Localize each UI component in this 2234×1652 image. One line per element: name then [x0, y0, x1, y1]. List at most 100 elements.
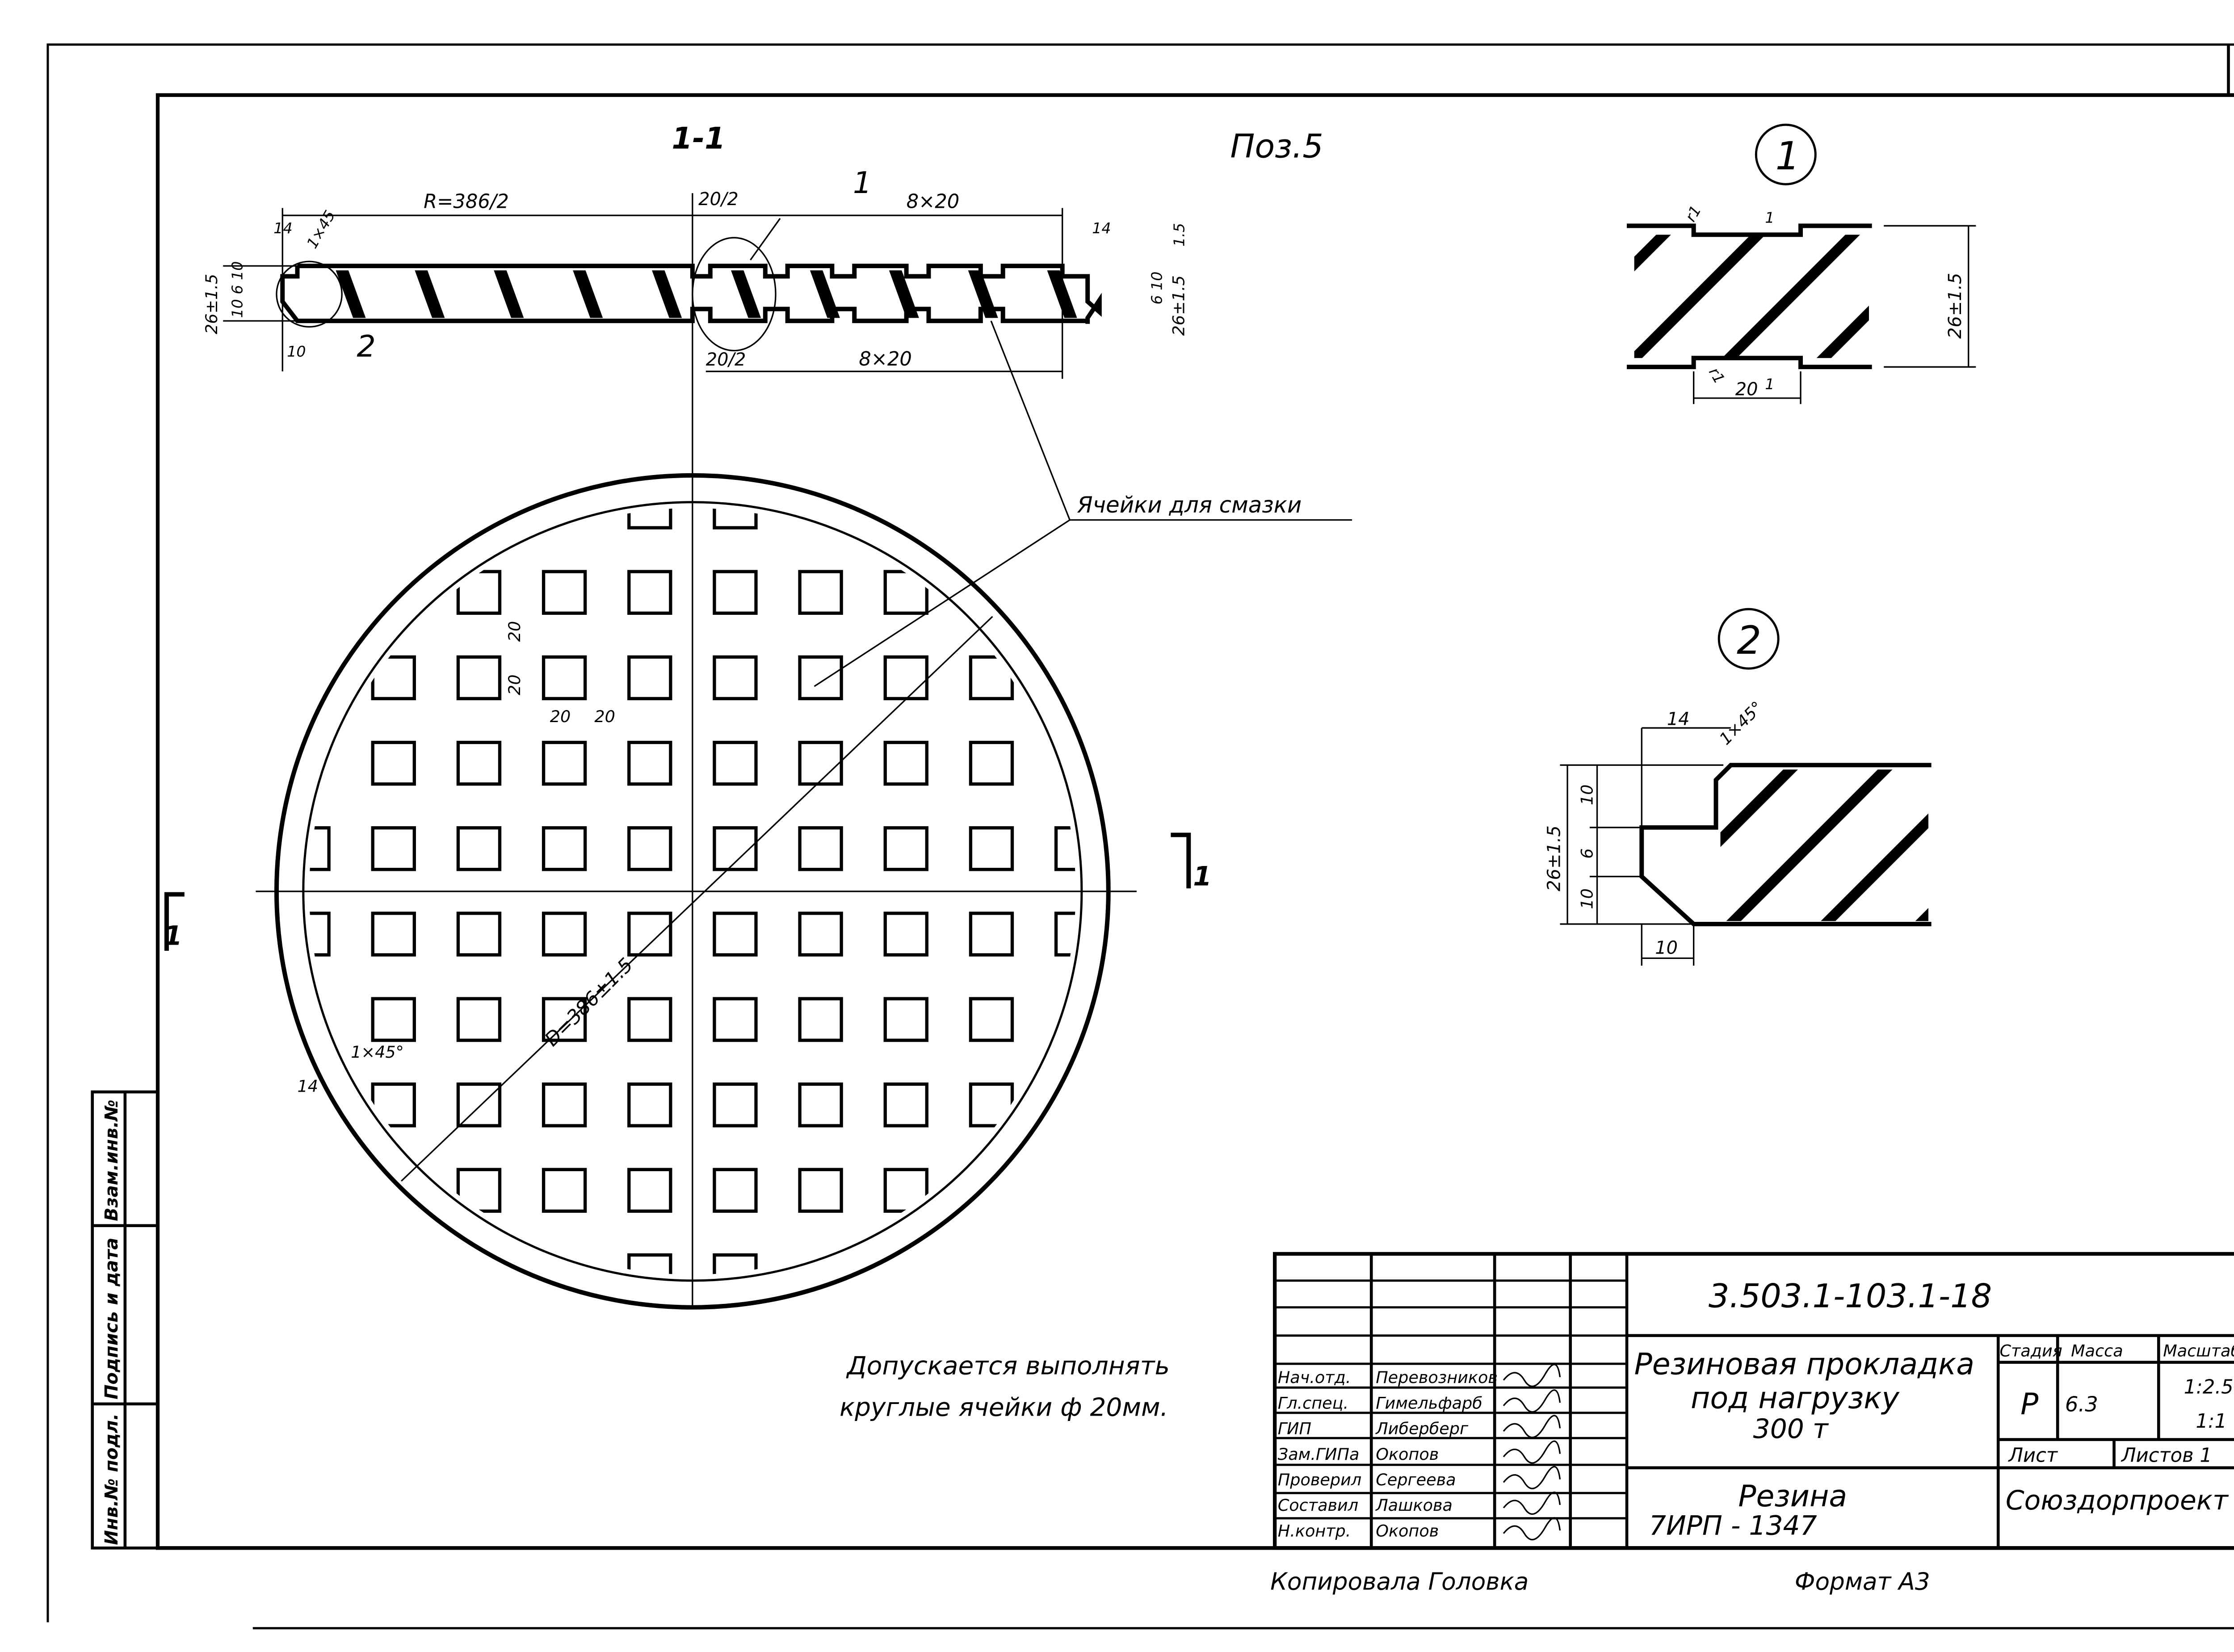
lubrication-cell [627, 508, 672, 530]
lubrication-cell [542, 570, 587, 615]
lubrication-cell [798, 1082, 843, 1127]
role-name: Гимельфарб [1376, 1393, 1482, 1412]
lubrication-cell [969, 826, 1014, 871]
callout-1: 1 [853, 165, 872, 200]
position-label: Поз.5 [1230, 127, 1323, 165]
detail-1-label: 1 [1776, 134, 1800, 179]
note-line-1: Допускается выполнять [846, 1351, 1170, 1380]
title-line-2: под нагрузку [1691, 1381, 1900, 1416]
detail-2-layer-1: 10 [1578, 784, 1597, 805]
dim-cells-bottom: 8×20 [859, 348, 912, 370]
material-line-2: 7ИРП - 1347 [1649, 1510, 1817, 1541]
lubrication-cell [969, 997, 1014, 1042]
detail-2-layer-2: 6 [1578, 848, 1597, 858]
lubrication-cell [798, 826, 843, 871]
lubrication-cell [883, 826, 928, 871]
role-label: Н.контр. [1278, 1521, 1351, 1540]
signature [1503, 1517, 1561, 1541]
dim-cell-20d: 20 [594, 707, 615, 726]
title-line-1: Резиновая прокладка [1634, 1346, 1974, 1381]
plan-view: D=386±1.5 20 20 20 20 14 1×45° 1 1 [164, 473, 1212, 1310]
dim-radius: R=386/2 [424, 190, 509, 213]
lubrication-cells [309, 508, 1076, 1275]
lubrication-cell [542, 1168, 587, 1213]
lubrication-cell [542, 997, 587, 1042]
detail-1-width: 20 [1735, 379, 1758, 399]
lubrication-cell [713, 508, 758, 530]
lubrication-cell [883, 655, 928, 701]
lubrication-cell [456, 826, 502, 871]
detail-1: 1 20 26±1.5 r1 r1 1 1 [1627, 123, 1976, 404]
dim-edge-chamfer: 1×45° [351, 1042, 404, 1062]
material-line-1: Резина [1738, 1479, 1847, 1513]
lubrication-cell [627, 1082, 672, 1127]
dim-edge-14: 14 [298, 1077, 319, 1096]
lubrication-cell [713, 1168, 758, 1213]
note-line-2: круглые ячейки ф 20мм. [840, 1393, 1168, 1422]
lubrication-cell [713, 740, 758, 786]
lubrication-cell [371, 912, 416, 957]
section-view: 1-1 Поз.5 R=386/2 20/2 8×20 20/2 8×20 14… [202, 121, 1352, 1307]
dim-right-14: 14 [1092, 219, 1111, 237]
dim-cell-20a: 20 [505, 621, 524, 642]
dim-cells-top: 8×20 [907, 190, 960, 213]
signature [1503, 1491, 1561, 1515]
lubrication-cell [883, 740, 928, 786]
dim-left-10: 10 [287, 343, 306, 360]
detail-1-r-bottom: r1 [1705, 365, 1728, 387]
lubrication-cell [969, 655, 1014, 701]
lubrication-cell [542, 740, 587, 786]
lubrication-cell [542, 655, 587, 701]
lubrication-cell [542, 912, 587, 957]
lubrication-cell [713, 1082, 758, 1127]
dim-thickness-right: 26±1.5 [1169, 275, 1188, 336]
lubrication-cell [371, 740, 416, 786]
lubrication-cell [309, 826, 331, 871]
detail-1-depth-bottom: 1 [1765, 375, 1774, 393]
role-name: Окопов [1376, 1521, 1439, 1540]
scale-value-2: 1:1 [2196, 1410, 2227, 1433]
dim-thickness-left: 26±1.5 [202, 274, 221, 334]
section-label: 1-1 [672, 121, 725, 156]
lubrication-cell [627, 570, 672, 615]
role-label: ГИП [1278, 1419, 1311, 1438]
lubrication-cell [883, 912, 928, 957]
role-label: Составил [1278, 1496, 1358, 1515]
lubrication-cell [456, 655, 502, 701]
stamp-inv-repl: Взам.инв.№ [101, 1100, 122, 1221]
dim-layers-left: 10 6 10 [228, 261, 246, 318]
detail-2: 2 14 1×45° 10 6 10 26±1.5 10 [1544, 608, 1932, 966]
lubrication-cell [798, 655, 843, 701]
lubrication-cell [371, 1082, 416, 1127]
lubrication-cell [969, 1082, 1014, 1127]
stage-header: Стадия [2000, 1341, 2062, 1360]
dim-diameter: D=386±1.5 [541, 954, 638, 1051]
scale-header: Масштаб [2163, 1341, 2234, 1360]
dim-left-14: 14 [273, 219, 292, 237]
detail-1-thickness: 26±1.5 [1945, 273, 1965, 339]
lubrication-cell [798, 912, 843, 957]
lubrication-cell [456, 997, 502, 1042]
lubrication-cell [883, 997, 928, 1042]
detail-1-depth-top: 1 [1765, 209, 1774, 227]
lubrication-cell [627, 1168, 672, 1213]
drawing-code: 3.503.1-103.1-18 [1709, 1278, 1992, 1316]
lubrication-cell [542, 1082, 587, 1127]
lubrication-cell [627, 655, 672, 701]
lubrication-cell [627, 1253, 672, 1275]
sheets-label: Листов 1 [2121, 1444, 2212, 1467]
lubrication-cell [713, 570, 758, 615]
role-label: Нач.отд. [1278, 1368, 1351, 1387]
lubrication-cell [883, 570, 928, 615]
lubrication-cell [713, 997, 758, 1042]
sheet-label: Лист [2007, 1444, 2058, 1467]
lubrication-cell [1054, 826, 1076, 871]
title-block: 3.503.1-103.1-18 Резиновая прокладка под… [1272, 1252, 2234, 1550]
dim-tol-right: 1.5 [1170, 223, 1188, 247]
lubrication-cell [627, 912, 672, 957]
footer-format: Формат А3 [1795, 1568, 1930, 1595]
lubrication-cell [627, 826, 672, 871]
dim-half-cell-bottom: 20/2 [706, 349, 746, 370]
lubrication-cell [309, 912, 331, 957]
role-label: Проверил [1278, 1470, 1361, 1489]
